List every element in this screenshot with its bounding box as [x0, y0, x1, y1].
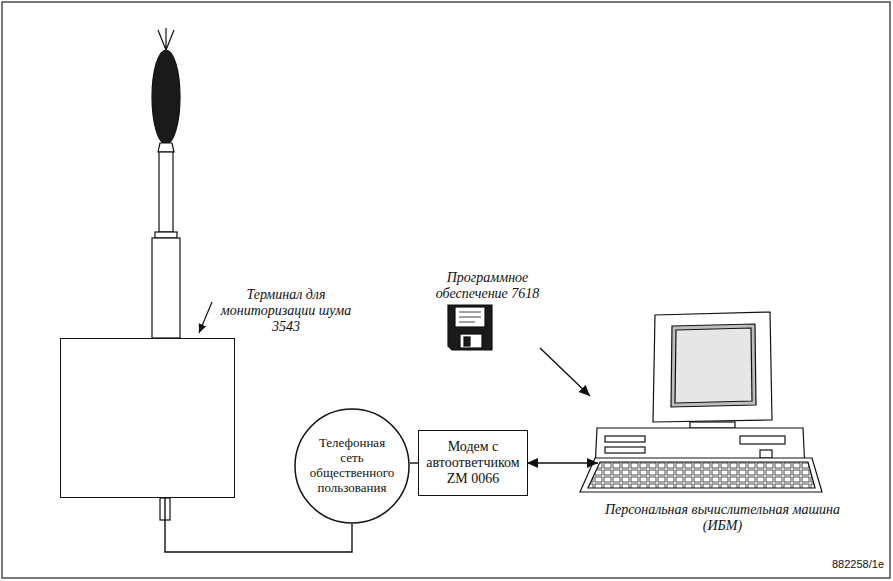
- figure-number: 882258/1e: [832, 558, 884, 571]
- modem-box: Модем с автоответчиком ZM 0066: [418, 430, 528, 496]
- connector: [528, 462, 598, 463]
- network-circle: Телефонная сеть общественного пользовани…: [294, 408, 410, 524]
- computer-illustration: [580, 312, 822, 492]
- computer-label: Персональная вычислительная машина (ИБМ): [585, 502, 860, 534]
- terminal-box: Терминал для мониторизации шума 3543: [60, 338, 235, 498]
- terminal-label: Терминал для мониторизации шума 3543: [211, 287, 361, 335]
- computer: Персональная вычислительная машина (ИБМ): [590, 305, 830, 540]
- microphone: [152, 28, 180, 338]
- network-text: Телефонная сеть общественного пользовани…: [308, 436, 396, 496]
- modem-text: Модем с автоответчиком ZM 0066: [424, 439, 522, 487]
- leader-line: [199, 302, 212, 333]
- floppy-disk: [448, 305, 492, 350]
- software-label: Программное обеспечение 7618: [425, 270, 550, 302]
- connector: [410, 462, 418, 463]
- software-disk: Программное обеспечение 7618: [425, 256, 550, 356]
- connector: [540, 348, 590, 396]
